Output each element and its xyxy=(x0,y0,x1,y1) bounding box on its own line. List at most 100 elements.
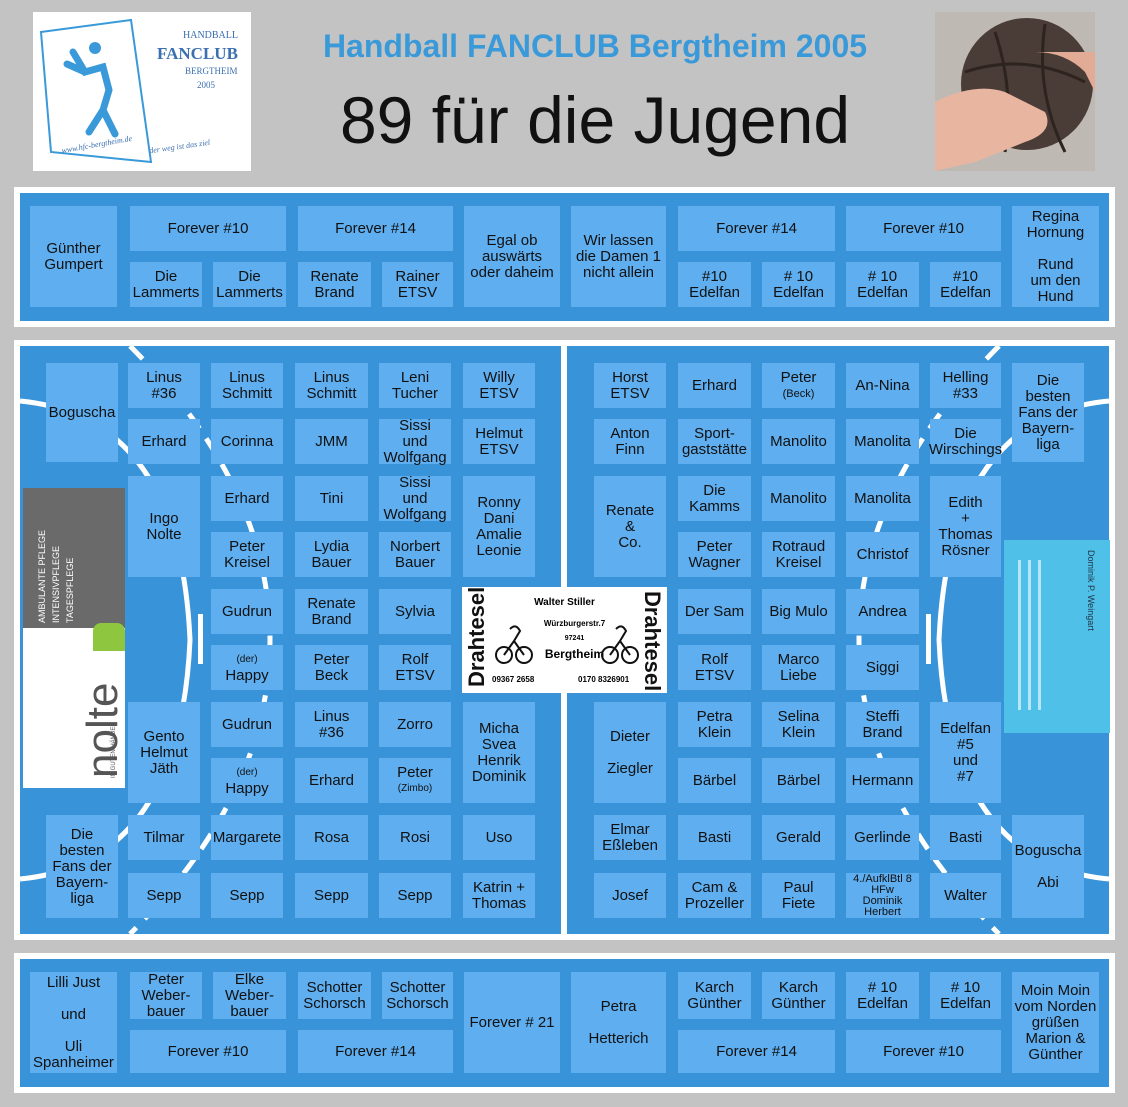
top-cell: Die Lammerts xyxy=(130,262,202,307)
court-cell: Linus Schmitt xyxy=(211,363,283,408)
court-cell: Norbert Bauer xyxy=(379,532,451,577)
court-cell: Sissi und Wolfgang xyxy=(379,417,451,465)
top-cell: Regina Hornung Rund um den Hund xyxy=(1012,206,1099,307)
cell-label: Peter xyxy=(397,763,433,781)
court-cell: Tilmar xyxy=(128,815,200,860)
sponsor-phone2: 0170 8326901 xyxy=(578,675,630,684)
sponsor-zip: 97241 xyxy=(564,635,585,642)
fanclub-logo: HANDBALL FANCLUB BERGTHEIM 2005 www.hfc-… xyxy=(33,12,251,171)
court-cell: Ronny Dani Amalie Leonie xyxy=(463,476,535,577)
court-cell: Peter Beck xyxy=(295,645,368,690)
court-cell: Rolf ETSV xyxy=(379,645,451,690)
bottom-cell: Forever #14 xyxy=(678,1030,835,1073)
court-cell: Anton Finn xyxy=(594,419,666,464)
court-cell: An-Nina xyxy=(846,363,919,408)
drahtesel-sponsor: Drahtesel Drahtesel Walter Stiller Würzb… xyxy=(462,587,667,693)
top-cell: Die Lammerts xyxy=(213,262,286,307)
top-cell: # 10 Edelfan xyxy=(846,262,919,307)
court-cell: Die besten Fans der Bayern- liga xyxy=(46,815,118,918)
page-subtitle: 89 für die Jugend xyxy=(339,83,851,157)
weingart-sponsor-card: Dominik P. Weingart xyxy=(1004,540,1110,733)
court-cell: Die besten Fans der Bayern- liga xyxy=(1012,363,1084,462)
court-cell: Petra Klein xyxy=(678,702,751,747)
court-cell: JMM xyxy=(295,419,368,464)
nolte-sponsor-banner: AMBULANTE PFLEGE INTENSIVPFLEGE TAGESPFL… xyxy=(23,488,125,788)
court-cell: Andrea xyxy=(846,589,919,634)
top-cell: Rainer ETSV xyxy=(382,262,453,307)
top-cell: Günther Gumpert xyxy=(30,206,117,307)
court-cell: Rotraud Kreisel xyxy=(762,532,835,577)
court-cell: Rolf ETSV xyxy=(678,645,751,690)
court-cell: Ingo Nolte xyxy=(128,476,200,577)
sponsor-city: Bergtheim xyxy=(544,647,605,661)
court-cell: Josef xyxy=(594,873,666,918)
court-cell: Linus #36 xyxy=(295,702,368,747)
bottom-cell: Moin Moin vom Norden grüßen Marion & Gün… xyxy=(1012,972,1099,1073)
court-cell: Manolito xyxy=(762,419,835,464)
cell-note: (Zimbo) xyxy=(397,782,433,794)
court-cell: Selina Klein xyxy=(762,702,835,747)
page-title: Handball FANCLUB Bergtheim 2005 xyxy=(322,28,868,64)
sponsor-line: INTENSIVPFLEGE xyxy=(51,545,61,623)
court-cell: Walter xyxy=(930,873,1001,918)
court-cell: Dieter Ziegler xyxy=(594,702,666,803)
court-cell: Sylvia xyxy=(379,589,451,634)
cell-note: (der) xyxy=(236,766,258,778)
sponsor-street: Würzburgerstr.7 xyxy=(543,619,606,628)
court-cell: 4./AufklBtl 8 HFw Dominik Herbert xyxy=(846,873,919,918)
court-cell: Manolita xyxy=(846,419,919,464)
cell-note: (Beck) xyxy=(782,387,815,400)
court-cell: Peter (Zimbo) xyxy=(379,758,451,803)
court-cell: Willy ETSV xyxy=(463,363,535,408)
court-cell: Helmut ETSV xyxy=(463,419,535,464)
court-cell: Margarete xyxy=(211,815,283,860)
sponsor-phone1: 09367 2658 xyxy=(492,675,535,684)
bottom-cell: # 10 Edelfan xyxy=(846,972,919,1019)
court-cell: Sepp xyxy=(128,873,200,918)
court-cell: Corinna xyxy=(211,419,283,464)
court-cell: Cam & Prozeller xyxy=(678,873,751,918)
court-cell: Elmar Eßleben xyxy=(594,815,666,860)
court-cell: Christof xyxy=(846,532,919,577)
cell-label: Happy xyxy=(225,779,269,797)
bottom-cell: Schotter Schorsch xyxy=(298,972,371,1019)
bottom-cell: Forever #10 xyxy=(130,1030,286,1073)
top-cell: Forever #10 xyxy=(846,206,1001,251)
court-cell: Leni Tucher xyxy=(379,363,451,408)
court-cell: Gento Helmut Jäth xyxy=(128,702,200,803)
court-cell: Rosi xyxy=(379,815,451,860)
court-cell: Boguscha xyxy=(46,363,118,462)
court-cell: Basti xyxy=(930,815,1001,860)
court-cell: Linus #36 xyxy=(128,363,200,408)
court-cell: Manolita xyxy=(846,476,919,521)
court-cell: Erhard xyxy=(128,419,200,464)
court-cell: Basti xyxy=(678,815,751,860)
court-cell: Linus Schmitt xyxy=(295,363,368,408)
court-cell: Erhard xyxy=(678,363,751,408)
sponsor-name: Walter Stiller xyxy=(534,597,595,608)
bottom-cell: Lilli Just und Uli Spanheimer xyxy=(30,972,117,1073)
court-cell: Erhard xyxy=(211,476,283,521)
top-cell: Forever #14 xyxy=(678,206,835,251)
handball-ball-photo xyxy=(935,12,1095,171)
court-cell: Sport- gaststätte xyxy=(678,419,751,464)
bottom-cell: Forever #14 xyxy=(298,1030,453,1073)
top-cell: Forever #10 xyxy=(130,206,286,251)
court-cell: Siggi xyxy=(846,645,919,690)
court-cell: Tini xyxy=(295,476,368,521)
cell-note: (der) xyxy=(236,653,258,665)
court-cell: Gerald xyxy=(762,815,835,860)
logo-line4: 2005 xyxy=(197,80,215,90)
sponsor-line: TAGESPFLEGE xyxy=(65,557,75,623)
handball-player-icon xyxy=(39,18,153,164)
court-cell: Uso xyxy=(463,815,535,860)
court-cell: Katrin + Thomas xyxy=(463,873,535,918)
court-cell: Sepp xyxy=(295,873,368,918)
logo-line2: FANCLUB xyxy=(157,44,238,63)
court-cell: Hermann xyxy=(846,758,919,803)
top-cell: Egal ob auswärts oder daheim xyxy=(464,206,560,307)
nolte-tagline: IN GUTEN HÄNDEN xyxy=(111,722,117,778)
drahtesel-left: Drahtesel xyxy=(464,586,489,687)
court-cell: Marco Liebe xyxy=(762,645,835,690)
court-cell: Gudrun xyxy=(211,702,283,747)
